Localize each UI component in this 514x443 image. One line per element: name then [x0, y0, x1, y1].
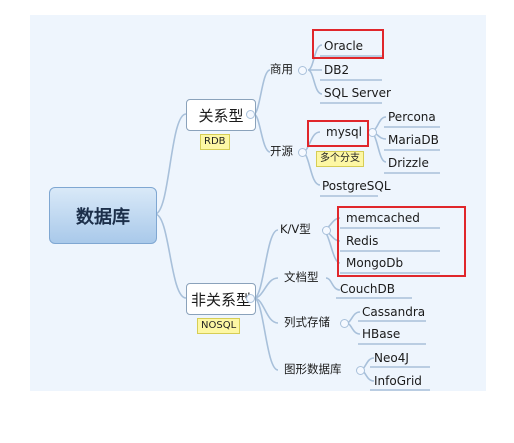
connector-root-rdb: [154, 113, 187, 215]
collapse-toggle-icon[interactable]: [298, 148, 307, 157]
rdb-node[interactable]: 关系型: [186, 99, 256, 131]
document-label[interactable]: 文档型: [284, 270, 319, 284]
leaf-postgresql[interactable]: PostgreSQL: [322, 179, 391, 193]
leaf-cassandra[interactable]: Cassandra: [362, 305, 426, 319]
mysql-note-tag: 多个分支: [316, 151, 364, 167]
collapse-toggle-icon[interactable]: [322, 226, 331, 235]
graph-label[interactable]: 图形数据库: [284, 362, 342, 376]
highlight-oracle: [312, 29, 384, 59]
leaf-sqlserver[interactable]: SQL Server: [324, 86, 391, 100]
collapse-toggle-icon[interactable]: [356, 366, 365, 375]
commercial-label[interactable]: 商用: [270, 62, 293, 76]
highlight-kv-items: [337, 206, 466, 277]
column-label[interactable]: 列式存储: [284, 315, 330, 329]
nosql-tag: NOSQL: [197, 318, 241, 334]
leaf-infogrid[interactable]: InfoGrid: [374, 374, 422, 388]
collapse-toggle-icon[interactable]: [246, 110, 255, 119]
rdb-tag: RDB: [200, 134, 230, 150]
opensource-label[interactable]: 开源: [270, 144, 293, 158]
connector-root-nosql: [154, 213, 187, 299]
root-node[interactable]: 数据库: [49, 187, 157, 244]
leaf-memcached[interactable]: memcached: [346, 211, 420, 225]
leaf-mariadb[interactable]: MariaDB: [388, 133, 439, 147]
collapse-toggle-icon[interactable]: [246, 294, 255, 303]
collapse-toggle-icon[interactable]: [298, 66, 307, 75]
connector-document-leaves: [325, 277, 341, 291]
leaf-hbase[interactable]: HBase: [362, 327, 401, 341]
leaf-oracle[interactable]: Oracle: [324, 39, 364, 53]
leaf-drizzle[interactable]: Drizzle: [388, 156, 429, 170]
leaf-db2[interactable]: DB2: [324, 63, 350, 77]
leaf-neo4j[interactable]: Neo4J: [374, 351, 409, 365]
leaf-redis[interactable]: Redis: [346, 234, 379, 248]
leaf-percona[interactable]: Percona: [388, 110, 436, 124]
connector-mysql-branches: [369, 116, 387, 163]
leaf-couchdb[interactable]: CouchDB: [340, 282, 396, 296]
kv-label[interactable]: K/V型: [280, 222, 311, 236]
nosql-node[interactable]: 非关系型: [186, 283, 256, 315]
collapse-toggle-icon[interactable]: [340, 319, 349, 328]
collapse-toggle-icon[interactable]: [368, 128, 377, 137]
leaf-mysql[interactable]: mysql: [326, 125, 362, 139]
connector-rdb-commercial: [253, 69, 271, 115]
highlight-mysql: [307, 120, 369, 147]
connector-rdb-opensource: [253, 113, 271, 153]
leaf-mongodb[interactable]: MongoDb: [346, 256, 404, 270]
connector-nosql-children: [253, 229, 279, 371]
